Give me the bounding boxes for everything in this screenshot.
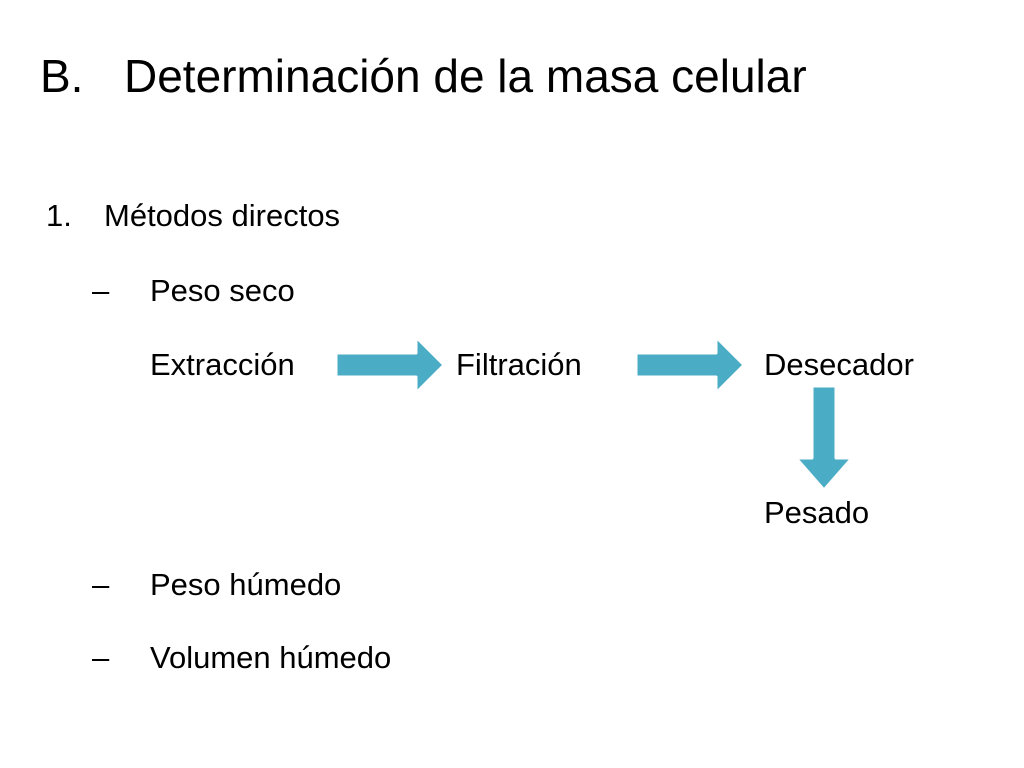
right-arrow-icon: [334, 335, 446, 395]
section-label: Métodos directos: [104, 198, 341, 233]
bullet-dash: –: [92, 640, 110, 675]
title-text: Determinación de la masa celular: [124, 50, 807, 102]
flow-step-desecador: Desecador: [764, 347, 914, 382]
flow-step-filtracion: Filtración: [456, 347, 582, 382]
section-number: 1.: [46, 198, 72, 233]
title-letter: B.: [40, 50, 84, 102]
flow-step-extraccion: Extracción: [150, 347, 295, 382]
bullet-dash: –: [92, 273, 110, 308]
bullet-label: Volumen húmedo: [150, 640, 392, 675]
down-arrow-icon: [794, 384, 854, 492]
bullet-dash: –: [92, 567, 110, 602]
right-arrow-icon: [634, 335, 746, 395]
bullet-label: Peso húmedo: [150, 567, 342, 602]
bullet-label: Peso seco: [150, 273, 295, 308]
flow-step-pesado: Pesado: [764, 495, 870, 530]
